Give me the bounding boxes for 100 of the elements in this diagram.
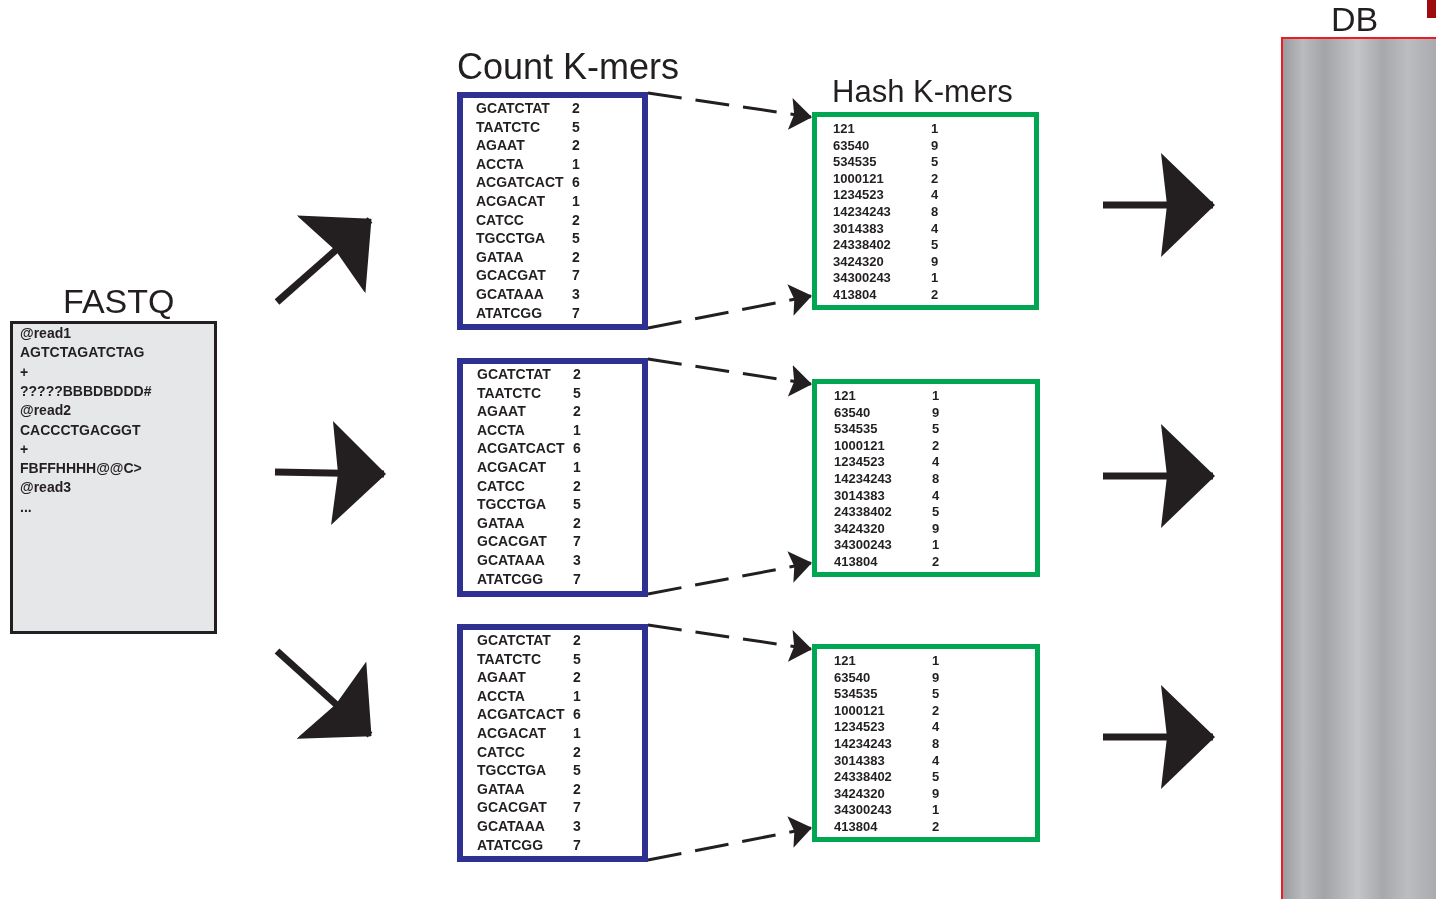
kmer-hash: 121 <box>834 389 856 402</box>
kmer-sequence: GATAA <box>477 781 525 796</box>
kmer-count: 1 <box>932 538 940 552</box>
fastq-line: ?????BBBDBDDD# <box>20 383 152 398</box>
kmer-count: 1 <box>932 389 940 402</box>
kmer-count: 4 <box>932 720 940 734</box>
fastq-line: FBFFHHHH@@C> <box>20 461 142 476</box>
kmer-count: 2 <box>932 438 940 452</box>
kmer-hash: 3424320 <box>833 254 884 268</box>
kmer-sequence: AGAAT <box>477 670 526 685</box>
dashed-arrow <box>647 551 812 596</box>
kmer-count: 4 <box>931 188 939 202</box>
kmer-hash: 24338402 <box>834 770 892 784</box>
kmer-count: 8 <box>932 472 940 485</box>
kmer-sequence: ACCTA <box>476 156 524 171</box>
kmer-hash: 24338402 <box>834 505 892 519</box>
kmer-count: 3 <box>572 287 580 301</box>
kmer-count: 1 <box>572 156 580 171</box>
kmer-count: 2 <box>932 555 940 568</box>
kmer-hash: 63540 <box>833 138 870 152</box>
kmer-sequence: ATATCGG <box>477 571 544 586</box>
kmer-count: 2 <box>573 367 581 381</box>
kmer-count: 5 <box>572 231 580 246</box>
dashed-arrow <box>647 816 812 862</box>
table-title: Count K-mers <box>457 49 680 85</box>
kmer-sequence: ACCTA <box>477 688 525 703</box>
kmer-count: 1 <box>573 460 581 474</box>
kmer-sequence: TGCCTGA <box>477 763 547 778</box>
kmer-count: 3 <box>573 553 581 567</box>
kmer-hash: 534535 <box>834 687 878 701</box>
kmer-count: 2 <box>572 138 580 153</box>
kmer-count: 1 <box>932 654 940 667</box>
kmer-count: 2 <box>572 249 580 264</box>
kmer-hash: 534535 <box>834 422 878 436</box>
kmer-sequence: GATAA <box>477 515 525 530</box>
kmer-sequence: GCATAAA <box>477 553 545 567</box>
kmer-hash: 14234243 <box>833 205 891 218</box>
kmer-hash: 14234243 <box>834 472 892 485</box>
kmer-count: 4 <box>931 221 939 235</box>
kmer-sequence: AGAAT <box>476 138 525 153</box>
kmer-sequence: ACGACAT <box>477 726 546 740</box>
kmer-count: 5 <box>932 687 940 701</box>
kmer-sequence: TGCCTGA <box>477 497 547 512</box>
kmer-count: 5 <box>573 763 581 778</box>
kmer-hash: 1234523 <box>833 188 884 202</box>
kmer-hash: 3014383 <box>834 753 885 767</box>
hash-table <box>812 644 1040 842</box>
kmer-count: 3 <box>573 819 581 833</box>
fastq-line: + <box>20 364 29 379</box>
kmer-count: 5 <box>572 119 580 134</box>
kmer-count: 9 <box>932 786 940 800</box>
kmer-sequence: ATATCGG <box>476 305 543 320</box>
kmer-count: 2 <box>572 212 580 227</box>
kmer-hash: 121 <box>834 654 856 667</box>
kmer-sequence: GCATCTAT <box>477 367 551 381</box>
kmer-sequence: ATATCGG <box>477 837 544 852</box>
count-table <box>457 624 648 862</box>
kmer-sequence: GCATCTAT <box>476 101 550 115</box>
kmer-count: 5 <box>573 497 581 512</box>
kmer-sequence: AGAAT <box>477 404 526 419</box>
kmer-hash: 34300243 <box>834 538 892 552</box>
kmer-sequence: GCACGAT <box>476 268 546 283</box>
thick-arrow <box>274 421 386 526</box>
kmer-count: 2 <box>932 820 940 833</box>
kmer-count: 9 <box>932 521 940 535</box>
kmer-count: 6 <box>572 175 580 190</box>
fastq-line: @read3 <box>20 480 71 495</box>
kmer-hash: 1000121 <box>834 438 885 452</box>
kmer-count: 7 <box>573 800 581 815</box>
kmer-count: 1 <box>573 688 581 703</box>
dashed-arrow <box>647 91 812 130</box>
kmer-count: 5 <box>932 770 940 784</box>
kmer-hash: 1000121 <box>833 171 884 185</box>
kmer-count: 2 <box>931 171 939 185</box>
kmer-count: 2 <box>932 703 940 717</box>
kmer-sequence: GCATAAA <box>476 287 544 301</box>
kmer-count: 7 <box>573 571 581 586</box>
kmer-count: 5 <box>573 385 581 400</box>
kmer-sequence: GCATAAA <box>477 819 545 833</box>
fastq-line: + <box>20 441 29 456</box>
kmer-hash: 1234523 <box>834 455 885 469</box>
kmer-hash: 24338402 <box>833 238 891 252</box>
kmer-sequence: ACCTA <box>477 422 525 437</box>
kmer-count: 7 <box>572 268 580 283</box>
dashed-arrow <box>647 357 812 397</box>
kmer-hash: 3014383 <box>833 221 884 235</box>
kmer-sequence: ACGATCACT <box>477 441 565 456</box>
kmer-sequence: CATCC <box>477 744 525 759</box>
fastq-line: @read2 <box>20 403 71 418</box>
kmer-hash: 413804 <box>834 555 878 568</box>
database-title: DB <box>1331 2 1379 36</box>
kmer-count: 7 <box>572 305 580 320</box>
kmer-count: 6 <box>573 707 581 722</box>
kmer-hash: 14234243 <box>834 737 892 750</box>
kmer-sequence: TAATCTC <box>476 119 541 134</box>
thick-arrow <box>274 648 373 739</box>
table-title: Hash K-mers <box>832 76 1013 107</box>
kmer-sequence: CATCC <box>477 478 525 493</box>
kmer-count: 1 <box>573 726 581 740</box>
kmer-sequence: GCATCTAT <box>477 633 551 647</box>
